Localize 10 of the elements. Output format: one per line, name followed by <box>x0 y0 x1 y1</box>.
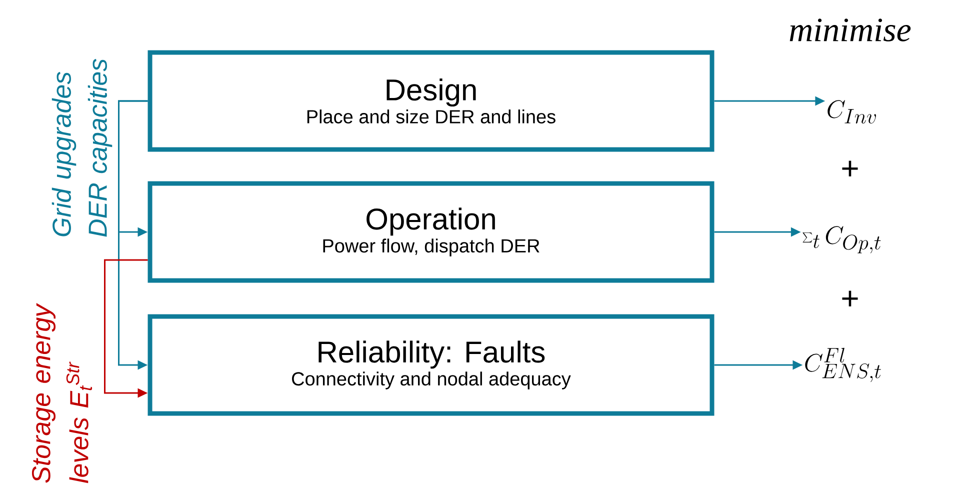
process-box: Design Place and size DER and lines <box>148 50 714 152</box>
process-box: Operation Power flow, dispatch DER <box>148 181 714 283</box>
cost-term: $C_{ENS,t}^{Fl}$ <box>805 348 881 382</box>
process-box: Reliability: Faults Connectivity and nodal adequacy <box>148 314 714 416</box>
rotated-label: Grid upgrades DER capacities <box>52 58 112 237</box>
cost-term: $\sum_t C_{Op,t}$ <box>802 226 881 254</box>
plus-sign: + <box>842 290 858 306</box>
plus-sign: + <box>842 160 858 176</box>
objective-label: minimise <box>790 18 911 42</box>
cost-term: $C_{Inv}$ <box>828 100 876 124</box>
